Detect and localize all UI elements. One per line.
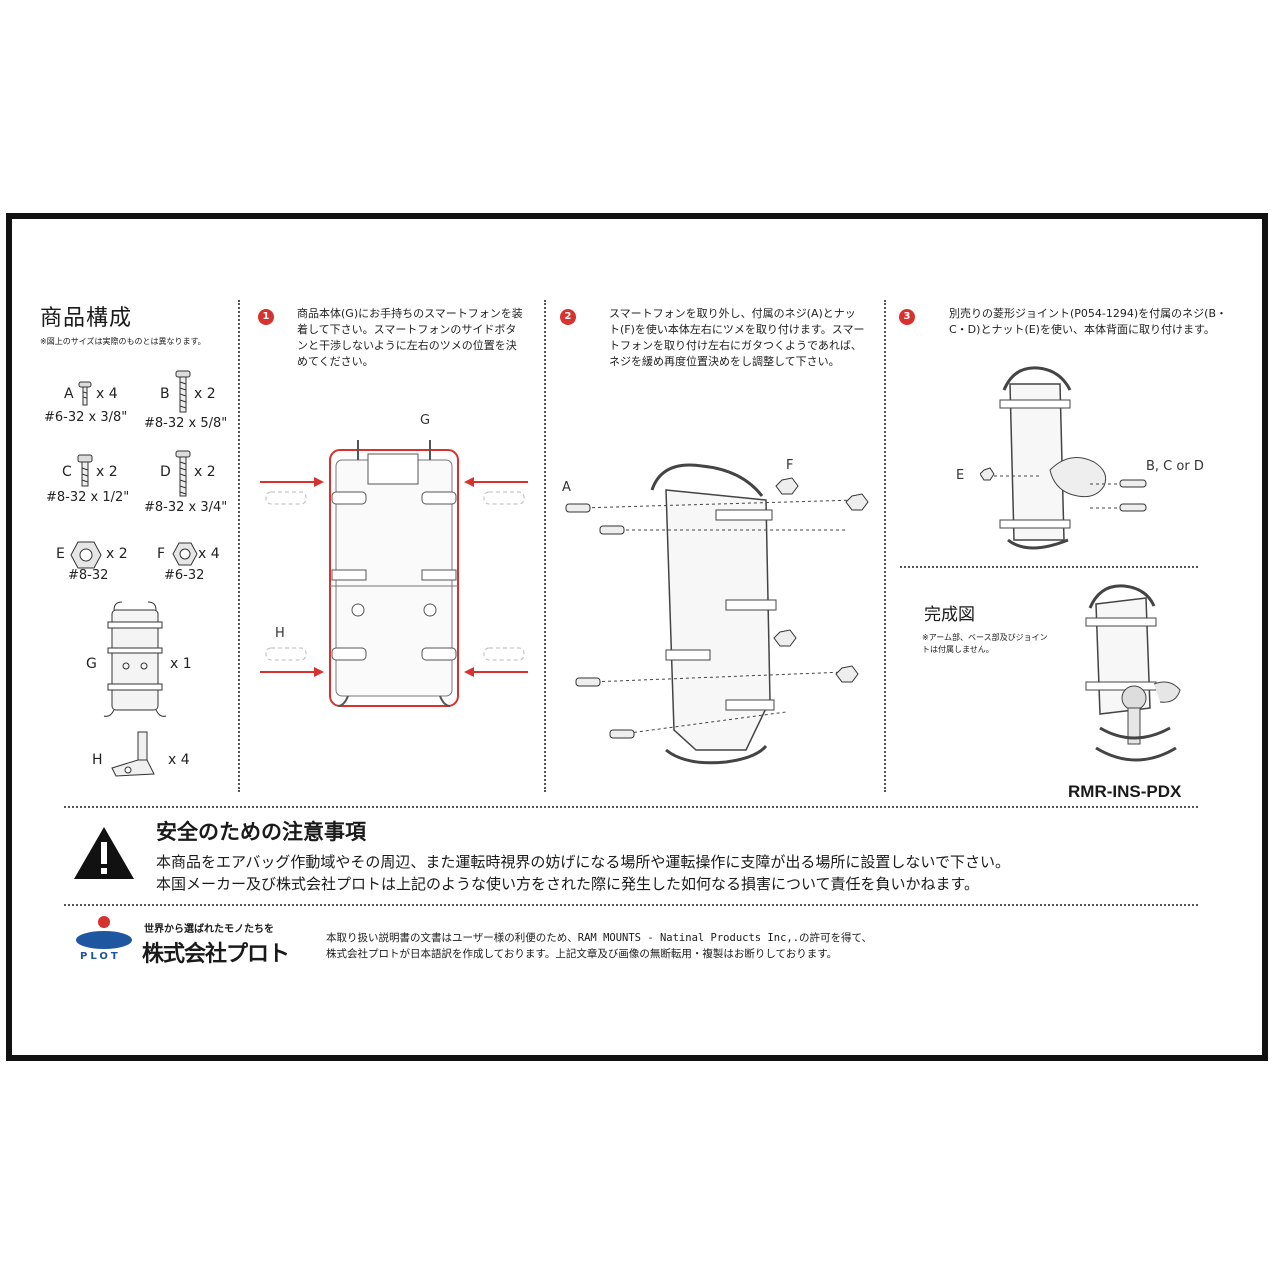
step-2-diagram	[565, 463, 869, 765]
part-d-qty: x 2	[194, 464, 216, 480]
section-divider	[64, 806, 1198, 808]
company-name: 株式会社プロト	[142, 942, 290, 967]
part-b-size: #8-32 x 5/8"	[144, 416, 228, 431]
plot-logo-icon	[76, 916, 132, 949]
part-f-qty: x 4	[198, 546, 220, 562]
part-h-letter: H	[92, 752, 103, 768]
part-c-letter: C	[62, 464, 72, 480]
step-3-label-bcd: B, C or D	[1146, 459, 1204, 474]
part-f-size: #6-32	[164, 568, 205, 583]
step-1-text: 商品本体(G)にお手持ちのスマートフォンを装着して下さい。スマートフォンのサイド…	[297, 307, 523, 368]
part-e-letter: E	[56, 546, 65, 562]
column-divider	[238, 300, 240, 792]
step-3-label-e: E	[956, 468, 965, 483]
part-e-size: #8-32	[68, 568, 109, 583]
part-a-qty: x 4	[96, 386, 118, 402]
step-1-number: 1	[258, 309, 274, 325]
part-g-letter: G	[86, 656, 97, 672]
product-code: RMR-INS-PDX	[1068, 782, 1182, 801]
footer-line-1: 本取り扱い説明書の文書はユーザー様の利便のため、RAM MOUNTS - Nat…	[326, 932, 873, 944]
step-3-text: 別売りの菱形ジョイント(P054-1294)を付属のネジ(B・C・D)とナット(…	[949, 307, 1228, 336]
screw-b-icon	[175, 370, 191, 413]
column-divider	[544, 300, 546, 792]
parts-title: 商品構成	[40, 306, 133, 331]
screw-d-icon	[175, 450, 191, 497]
part-f-letter: F	[157, 546, 166, 562]
part-b-qty: x 2	[194, 386, 216, 402]
step-2-label-a: A	[562, 480, 571, 495]
part-a-size: #6-32 x 3/8"	[44, 410, 128, 425]
step-2-number: 2	[560, 309, 576, 325]
holder-body-g-icon	[103, 601, 167, 717]
nut-e-icon	[70, 541, 102, 569]
step-1-label-g: G	[420, 413, 431, 428]
parts-note: ※図上のサイズは実際のものとは異なります。	[40, 337, 206, 346]
step-2-label-f: F	[786, 458, 794, 473]
part-b-letter: B	[160, 386, 170, 402]
column-divider	[884, 300, 886, 792]
section-divider	[900, 566, 1198, 568]
nut-f-icon	[172, 542, 198, 566]
step-1-diagram	[260, 440, 528, 707]
part-c-qty: x 2	[96, 464, 118, 480]
part-c-size: #8-32 x 1/2"	[46, 490, 130, 505]
part-g-qty: x 1	[170, 656, 192, 672]
complete-title: 完成図	[924, 605, 975, 625]
step-3-diagram	[980, 366, 1147, 550]
footer-line-2: 株式会社プロトが日本語訳を作成しております。上記文章及び画像の無断転用・複製はお…	[326, 948, 838, 960]
safety-line-1: 本商品をエアバッグ作動域やその周辺、また運転時視界の妨げになる場所や運転操作に支…	[156, 853, 1010, 871]
company-tagline: 世界から選ばれたモノたちを	[144, 924, 274, 935]
complete-diagram	[1085, 584, 1181, 762]
logo-mark-text: PLOT	[80, 951, 121, 962]
complete-note: ※アーム部、ベース部及びジョイントは付属しません。	[922, 633, 1048, 654]
screw-a-icon	[78, 381, 92, 406]
safety-line-2: 本国メーカー及び株式会社プロトは上記のような使い方をされた際に発生した如何なる損…	[156, 875, 980, 893]
safety-title: 安全のための注意事項	[156, 820, 366, 844]
instruction-sheet	[6, 213, 1268, 1061]
part-d-size: #8-32 x 3/4"	[144, 500, 228, 515]
part-a-letter: A	[64, 386, 74, 402]
arm-h-icon	[111, 731, 155, 777]
step-1-label-h: H	[275, 626, 285, 641]
step-3-number: 3	[899, 309, 915, 325]
part-e-qty: x 2	[106, 546, 128, 562]
part-d-letter: D	[160, 464, 171, 480]
step-2-text: スマートフォンを取り外し、付属のネジ(A)とナット(F)を使い本体左右にツメを取…	[609, 307, 865, 368]
warning-icon	[74, 827, 134, 879]
screw-c-icon	[77, 454, 93, 487]
section-divider	[64, 904, 1198, 906]
part-h-qty: x 4	[168, 752, 190, 768]
